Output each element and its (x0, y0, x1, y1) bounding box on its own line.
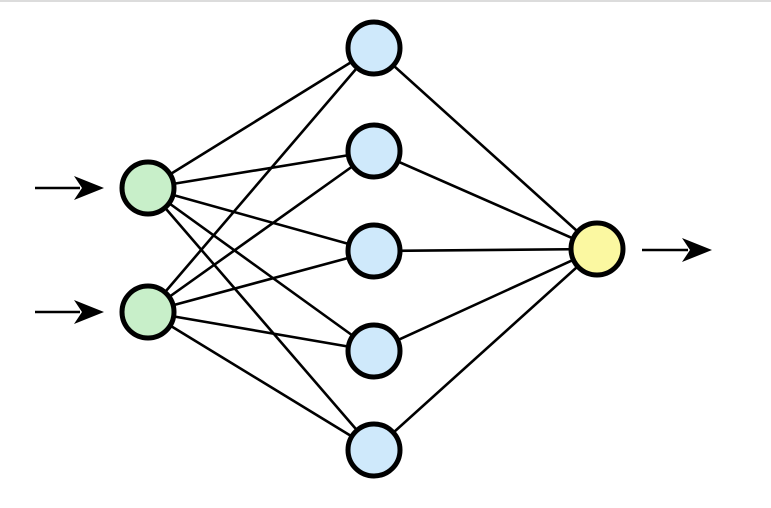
hidden-node-1 (345, 19, 403, 77)
input-node-1 (119, 159, 177, 217)
edge-i2-h5 (147, 310, 375, 452)
edge-i1-h3 (147, 186, 375, 253)
edge-i1-h2 (147, 149, 375, 190)
edge-i2-h3 (147, 249, 375, 314)
edge-h2-o1 (373, 149, 598, 251)
input-arrow-2-head-icon (74, 300, 104, 324)
edge-h3-o1 (373, 247, 598, 253)
input-node-2 (119, 283, 177, 341)
edge-i1-h5 (147, 187, 375, 451)
edge-h5-o1 (373, 248, 598, 451)
top-border-line (0, 0, 771, 2)
edge-i1-h1 (147, 46, 375, 190)
input-arrow-1-head-icon (74, 176, 104, 200)
edge-h4-o1 (373, 247, 598, 353)
output-node-1 (568, 220, 626, 278)
hidden-node-5 (345, 421, 403, 479)
hidden-node-3 (345, 222, 403, 280)
output-arrow-head-icon (682, 238, 712, 262)
edge-h1-o1 (373, 47, 598, 250)
edge-i1-h4 (147, 186, 375, 353)
hidden-node-4 (345, 322, 403, 380)
edge-i2-h4 (147, 310, 375, 353)
edge-i2-h2 (147, 149, 375, 314)
hidden-node-2 (345, 122, 403, 180)
edge-i2-h1 (147, 47, 375, 313)
